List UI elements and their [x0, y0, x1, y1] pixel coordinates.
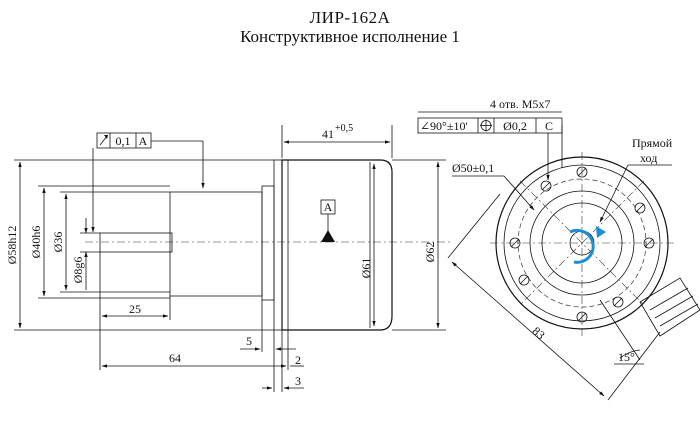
dim-62: Ø62 — [423, 242, 437, 263]
side-view: A 0,1 A Ø58h12 Ø40h6 Ø36 Ø8g6 Ø — [5, 123, 450, 392]
dim-41-tol: +0,5 — [335, 123, 353, 134]
dim-25: 25 — [129, 302, 141, 316]
body-40 — [169, 191, 263, 297]
position-tol: Ø0,2 — [503, 119, 527, 133]
angle-label: ∠90°±10' — [420, 119, 468, 133]
holes-label: 4 отв. M5x7 — [490, 97, 550, 111]
runout-value: 0,1 — [116, 134, 131, 148]
dim-64: 64 — [169, 351, 181, 365]
position-datum: C — [545, 119, 553, 133]
direction-label-2: ход — [640, 151, 657, 165]
dim-3: 3 — [295, 374, 301, 388]
dim-58: Ø58h12 — [5, 226, 19, 265]
runout-frame — [96, 132, 152, 149]
connector — [639, 277, 700, 337]
shaft — [99, 232, 173, 253]
dim-2: 2 — [295, 353, 301, 367]
housing — [281, 159, 393, 331]
datum-triangle — [321, 230, 335, 242]
page-subtitle: Конструктивное исполнение 1 — [240, 27, 460, 46]
flange — [261, 185, 275, 301]
diag-dim-83: 83 — [530, 324, 548, 342]
dim-8: Ø8g6 — [71, 257, 85, 284]
rotation-arrow — [569, 228, 595, 264]
datum-a-label: A — [324, 200, 333, 214]
dim-40: Ø40h6 — [29, 226, 43, 259]
angle-15-dim: 15° — [618, 350, 635, 364]
bolt-circle-dim: Ø50±0,1 — [452, 161, 494, 175]
runout-icon — [99, 135, 108, 146]
dim-41: 41 — [322, 127, 334, 141]
runout-datum: A — [139, 134, 148, 148]
page-title: ЛИР-162А — [309, 8, 391, 27]
direction-label-1: Прямой — [632, 136, 673, 150]
dim-61: Ø61 — [359, 258, 373, 279]
dim-36: Ø36 — [51, 232, 65, 253]
flange-58 — [273, 159, 283, 331]
front-view: 4 отв. M5x7 ∠90°±10' Ø0,2 C Ø50±0,1 Прям… — [417, 97, 700, 401]
dim-5: 5 — [246, 334, 252, 348]
